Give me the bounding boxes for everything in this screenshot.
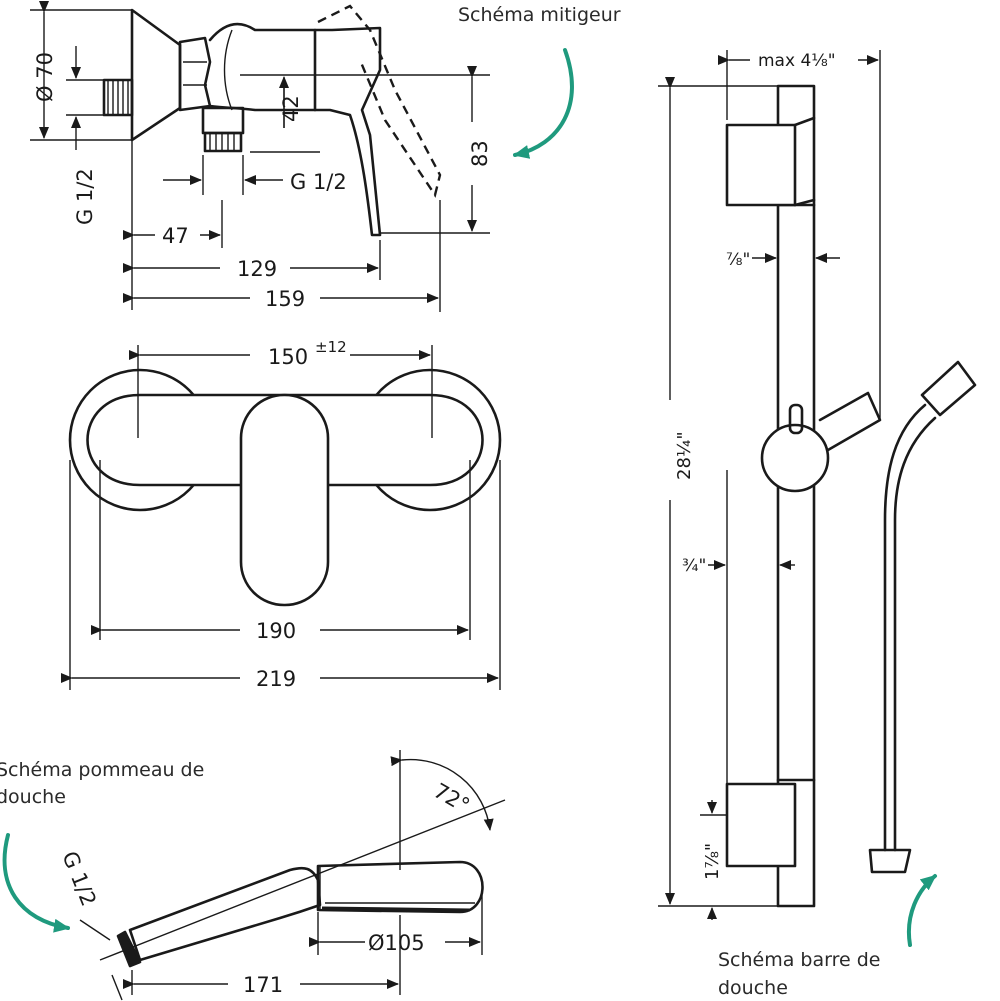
caption-handshower-line1: Schéma pommeau de bbox=[0, 759, 204, 781]
caption-bar-line1: Schéma barre de bbox=[718, 949, 880, 971]
mixer-side-view: Ø 70 G 1/2 42 83 G 1/2 47 129 159 bbox=[30, 1, 492, 312]
dim-171: 171 bbox=[243, 973, 283, 997]
dim-159: 159 bbox=[265, 287, 305, 311]
caption-mixer: Schéma mitigeur bbox=[458, 4, 621, 159]
dim-150-tolerance: ±12 bbox=[315, 338, 347, 356]
dim-angle-72: 72° bbox=[430, 779, 474, 818]
dim-g12-mid: G 1/2 bbox=[290, 170, 347, 194]
dim-34: ¾" bbox=[682, 556, 706, 576]
shower-bar-view: max 4⅛" ⅞" 28¼" ¾" 1⅞" bbox=[658, 50, 977, 920]
dim-219: 219 bbox=[256, 667, 296, 691]
dim-129: 129 bbox=[237, 257, 277, 281]
dim-g12-left: G 1/2 bbox=[73, 168, 97, 225]
hand-shower-view: 72° G 1/2 Ø105 171 bbox=[57, 750, 506, 1001]
dim-dia70: Ø 70 bbox=[33, 52, 57, 102]
dim-max-418: max 4⅛" bbox=[758, 51, 836, 71]
dim-83: 83 bbox=[468, 140, 492, 167]
dim-dia105: Ø105 bbox=[368, 931, 425, 955]
mixer-front-view: 150 ±12 190 219 bbox=[61, 338, 502, 691]
dim-150: 150 bbox=[268, 345, 308, 369]
dim-178: 1⅞" bbox=[702, 843, 723, 880]
dim-47: 47 bbox=[162, 224, 189, 248]
dim-g12-handshower: G 1/2 bbox=[57, 848, 101, 910]
dim-42: 42 bbox=[279, 95, 303, 122]
dim-2814: 28¼" bbox=[674, 431, 695, 480]
dim-78: ⅞" bbox=[726, 250, 750, 270]
dim-190: 190 bbox=[256, 619, 296, 643]
caption-bar: Schéma barre de douche bbox=[718, 874, 937, 999]
caption-mixer-text: Schéma mitigeur bbox=[458, 4, 621, 26]
caption-bar-line2: douche bbox=[718, 977, 788, 999]
caption-handshower: Schéma pommeau de douche bbox=[0, 759, 204, 933]
caption-handshower-line2: douche bbox=[0, 786, 66, 808]
